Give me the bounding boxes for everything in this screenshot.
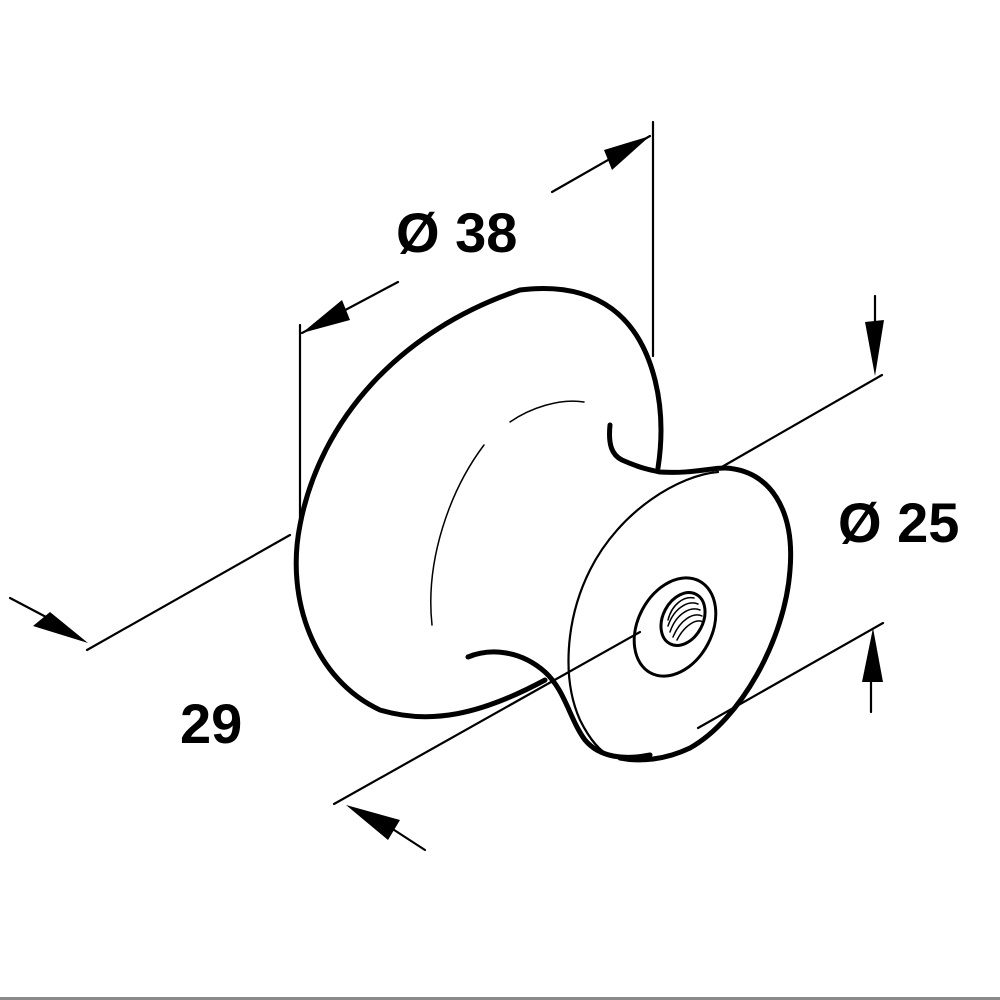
- dim38-arrow-left: [302, 300, 350, 333]
- dim29-arrow-left-shaft: [8, 596, 50, 620]
- insert-ring: [632, 576, 718, 678]
- dim29-arrow-right-shaft: [386, 824, 427, 852]
- dim25-ext-top: [718, 373, 884, 470]
- threaded-insert: [659, 591, 707, 647]
- dimension-label-diameter-25: Ø 25: [838, 491, 960, 554]
- base-disc-front-edge: [567, 470, 720, 759]
- knob-cap-outline: [293, 286, 664, 720]
- dimension-label-diameter-38: Ø 38: [396, 201, 518, 264]
- knob-neck-top: [607, 422, 728, 475]
- dim25-ext-bottom: [696, 621, 885, 730]
- dim29-ext-rear: [332, 630, 642, 806]
- dim25-arrow-bottom: [862, 628, 883, 682]
- concave-arc-upper: [509, 400, 585, 423]
- dim29-arrow-right: [346, 805, 400, 840]
- concave-arc-lower: [430, 444, 485, 626]
- base-disc-outer: [617, 465, 794, 763]
- thread-lines: [667, 596, 704, 641]
- bottom-edge-bar: [0, 997, 1000, 1000]
- dimension-label-depth-29: 29: [180, 692, 243, 755]
- dim25-arrow-top: [865, 320, 884, 376]
- dim38-arrow-right: [604, 136, 650, 170]
- dim29-arrow-left: [33, 612, 88, 643]
- dim29-ext-front: [85, 533, 292, 652]
